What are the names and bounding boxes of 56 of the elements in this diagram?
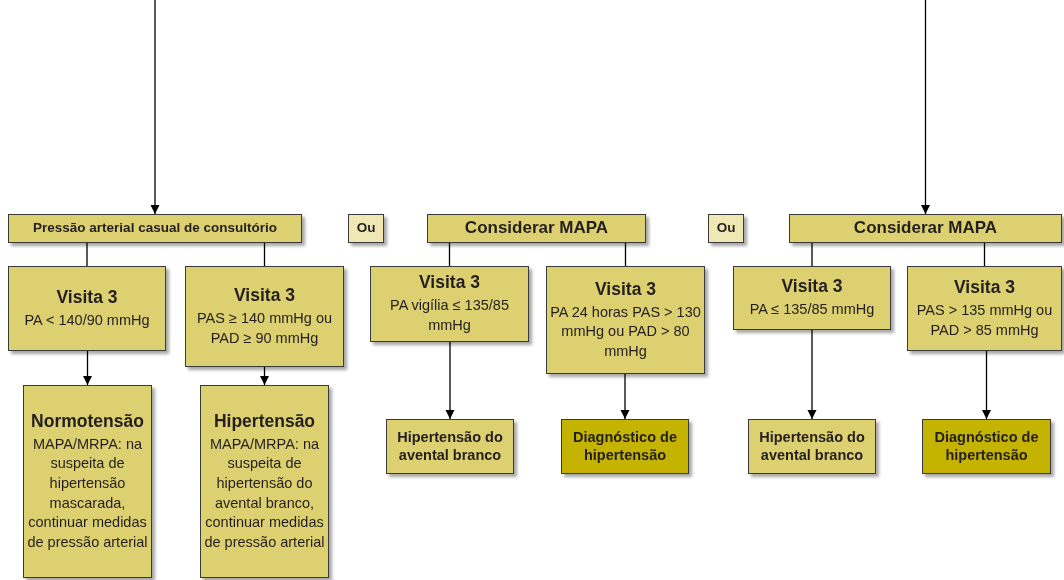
process-box	[907, 266, 1062, 351]
outcome-box	[561, 419, 689, 474]
arrow	[807, 329, 817, 420]
outcome-box	[386, 419, 514, 474]
arrow	[83, 350, 92, 386]
connector-line	[448, 242, 451, 267]
heading-text: Visita 3	[781, 276, 843, 298]
arrow	[982, 350, 991, 420]
arrow	[620, 373, 630, 420]
connector-line	[811, 242, 813, 267]
process-box	[733, 266, 891, 330]
box-label: Ou	[356, 220, 376, 237]
connector-line	[263, 242, 266, 267]
outcome-box	[922, 419, 1051, 474]
body-text: PA ≤ 135/85 mmHg	[749, 300, 875, 320]
option-box	[348, 214, 384, 243]
heading-text: Visita 3	[56, 286, 118, 308]
arrow	[150, 0, 160, 215]
box-label: Considerar MAPA	[464, 218, 609, 239]
body-text: PAS > 135 mmHg ou PAD > 85 mmHg	[915, 300, 1054, 340]
process-box	[789, 214, 1062, 243]
box-label: Diagnóstico de hipertensão	[933, 429, 1040, 464]
heading-text: Visita 3	[595, 278, 656, 300]
box-label: Hipertensão do avental branco	[758, 429, 866, 464]
body-text: MAPA/MRPA: na suspeita de hipertensão do avental branco, continuar medidas de pressão arterial	[204, 434, 325, 552]
heading-text: Visita 3	[419, 272, 480, 294]
arrow	[445, 341, 455, 420]
body-text: PAS ≥ 140 mmHg ou PAD ≥ 90 mmHg	[196, 308, 333, 348]
body-text: PA vigília ≤ 135/85 mmHg	[389, 296, 510, 335]
process-box	[8, 266, 166, 351]
process-box	[370, 266, 529, 342]
box-label: Hipertensão do avental branco	[396, 429, 504, 464]
heading-text: Hipertensão	[213, 410, 316, 432]
process-box	[546, 266, 705, 374]
heading-text: Normotensão	[31, 410, 144, 432]
box-label: Ou	[716, 220, 736, 237]
connector-line	[86, 242, 88, 267]
body-text: PA < 140/90 mmHg	[24, 310, 150, 330]
connector-line	[624, 242, 627, 267]
box-label: Pressão arterial casual de consultório	[33, 220, 277, 237]
process-box	[8, 214, 302, 243]
process-box	[185, 266, 344, 367]
arrow	[260, 366, 269, 386]
box-label: Diagnóstico de hipertensão	[572, 429, 678, 464]
box-label: Considerar MAPA	[853, 218, 998, 239]
body-text: MAPA/MRPA: na suspeita de hipertensão mascarada, continuar medidas de pressão arterial	[27, 434, 148, 552]
heading-text: Visita 3	[954, 276, 1015, 298]
body-text: PA 24 horas PAS > 130 mmHg ou PAD > 80 mmHg	[550, 302, 701, 361]
option-box	[708, 214, 744, 243]
arrow	[921, 0, 930, 215]
outcome-box	[748, 419, 876, 474]
result-box	[23, 385, 152, 578]
connector-line	[983, 242, 986, 267]
result-box	[200, 385, 329, 578]
heading-text: Visita 3	[234, 284, 295, 306]
process-box	[427, 214, 646, 243]
